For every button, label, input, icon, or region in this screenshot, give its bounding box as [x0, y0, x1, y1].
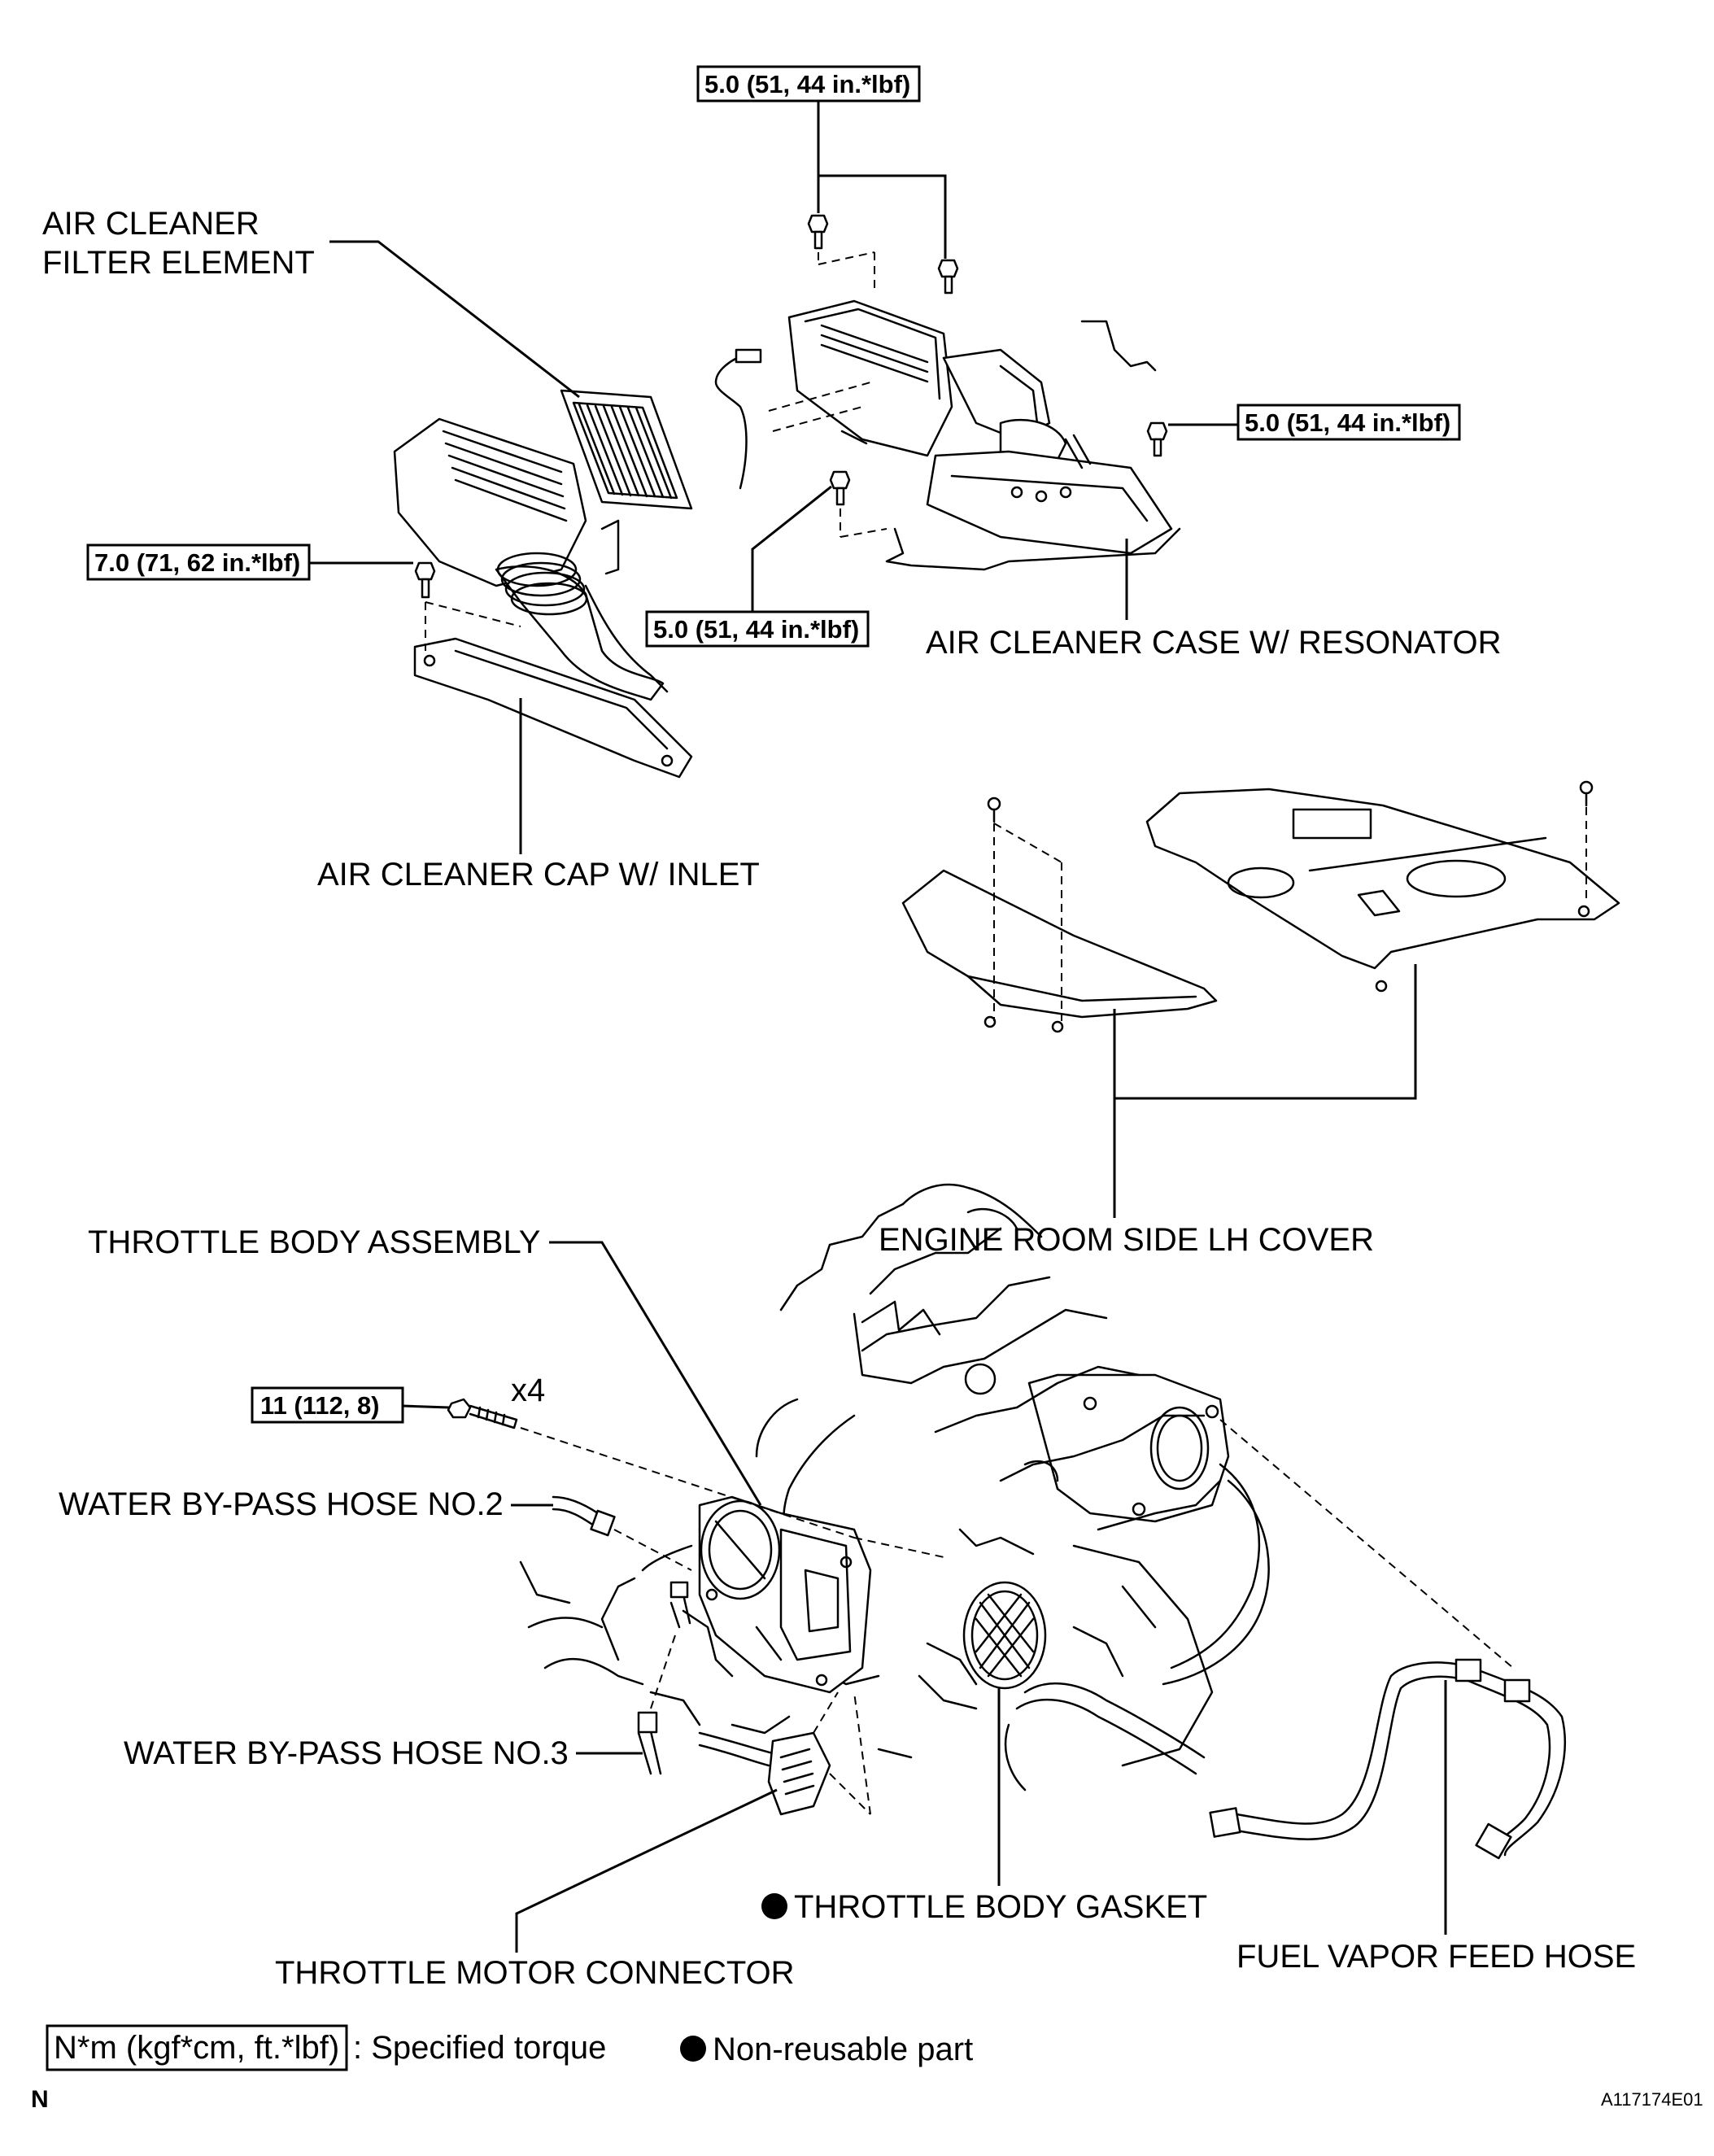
fuel-vapor-feed-hose-drawing	[1209, 1658, 1566, 1860]
label-engine-room-side-lh-cover: ENGINE ROOM SIDE LH COVER	[879, 1222, 1374, 1258]
throttle-body-bolt-icon	[447, 1398, 518, 1429]
label-throttle-body-assembly: THROTTLE BODY ASSEMBLY	[88, 1224, 540, 1260]
air-cleaner-case-drawing	[714, 299, 1181, 571]
air-cleaner-cap-drawing	[393, 417, 693, 779]
label-fuel-vapor-feed-hose: FUEL VAPOR FEED HOSE	[1236, 1939, 1636, 1975]
throttle-body-drawing	[698, 1495, 872, 1694]
water-bypass-hose-2-drawing	[552, 1495, 616, 1537]
torque-case-right-text: 5.0 (51, 44 in.*lbf)	[1245, 408, 1450, 437]
case-bolt-right-icon	[1146, 421, 1168, 457]
torque-case-bottom: 5.0 (51, 44 in.*lbf)	[645, 610, 870, 648]
legend-torque-box-text: N*m (kgf*cm, ft.*lbf)	[54, 2030, 339, 2066]
figure-id: A117174E01	[1601, 2089, 1703, 2110]
legend-torque-text: : Specified torque	[353, 2030, 606, 2066]
label-throttle-motor-connector: THROTTLE MOTOR CONNECTOR	[275, 1955, 795, 1991]
label-throttle-body-gasket: THROTTLE BODY GASKET	[794, 1889, 1207, 1925]
cover-clip-left-icon	[987, 796, 1001, 823]
case-bolt-top-right-icon	[937, 259, 959, 295]
label-air-cleaner-case: AIR CLEANER CASE W/ RESONATOR	[926, 625, 1502, 661]
legend-torque-box	[46, 2024, 348, 2071]
cap-bolt-icon	[414, 561, 436, 599]
torque-throttle-body-text: 11 (112, 8)	[260, 1391, 380, 1420]
quantity-label: x4	[511, 1373, 545, 1408]
throttle-motor-connector-drawing	[698, 1731, 831, 1816]
legend: N*m (kgf*cm, ft.*lbf) : Specified torque…	[46, 2024, 973, 2071]
throttle-body-gasket-drawing	[962, 1581, 1047, 1690]
water-bypass-hose-3-drawing	[637, 1581, 691, 1775]
air-cleaner-filter-element-drawing	[560, 389, 693, 510]
torque-case-top: 5.0 (51, 44 in.*lbf)	[696, 65, 921, 103]
torque-case-right: 5.0 (51, 44 in.*lbf)	[1236, 404, 1461, 441]
torque-throttle-body: 11 (112, 8)	[251, 1386, 404, 1424]
torque-cap-text: 7.0 (71, 62 in.*lbf)	[94, 548, 300, 577]
case-bolt-top-left-icon	[807, 214, 829, 250]
label-water-bypass-hose-2: WATER BY-PASS HOSE NO.2	[59, 1486, 504, 1522]
cover-clip-right-icon	[1579, 780, 1594, 807]
torque-case-top-text: 5.0 (51, 44 in.*lbf)	[704, 70, 910, 98]
label-air-cleaner-filter-element-l1: AIR CLEANER	[42, 206, 259, 242]
corner-mark: N	[31, 2086, 49, 2113]
legend-non-reusable-icon	[680, 2036, 706, 2062]
label-water-bypass-hose-3: WATER BY-PASS HOSE NO.3	[124, 1735, 569, 1771]
non-reusable-marker-icon	[761, 1893, 787, 1919]
label-air-cleaner-filter-element-l2: FILTER ELEMENT	[42, 245, 315, 281]
intake-manifold-drawing	[519, 1183, 1270, 1792]
torque-cap: 7.0 (71, 62 in.*lbf)	[86, 543, 311, 581]
label-air-cleaner-cap: AIR CLEANER CAP W/ INLET	[317, 857, 760, 893]
engine-room-side-cover-drawing	[901, 788, 1620, 1033]
case-bolt-bottom-icon	[829, 470, 851, 506]
legend-non-reusable-text: Non-reusable part	[713, 2032, 973, 2067]
torque-case-bottom-text: 5.0 (51, 44 in.*lbf)	[653, 615, 859, 644]
